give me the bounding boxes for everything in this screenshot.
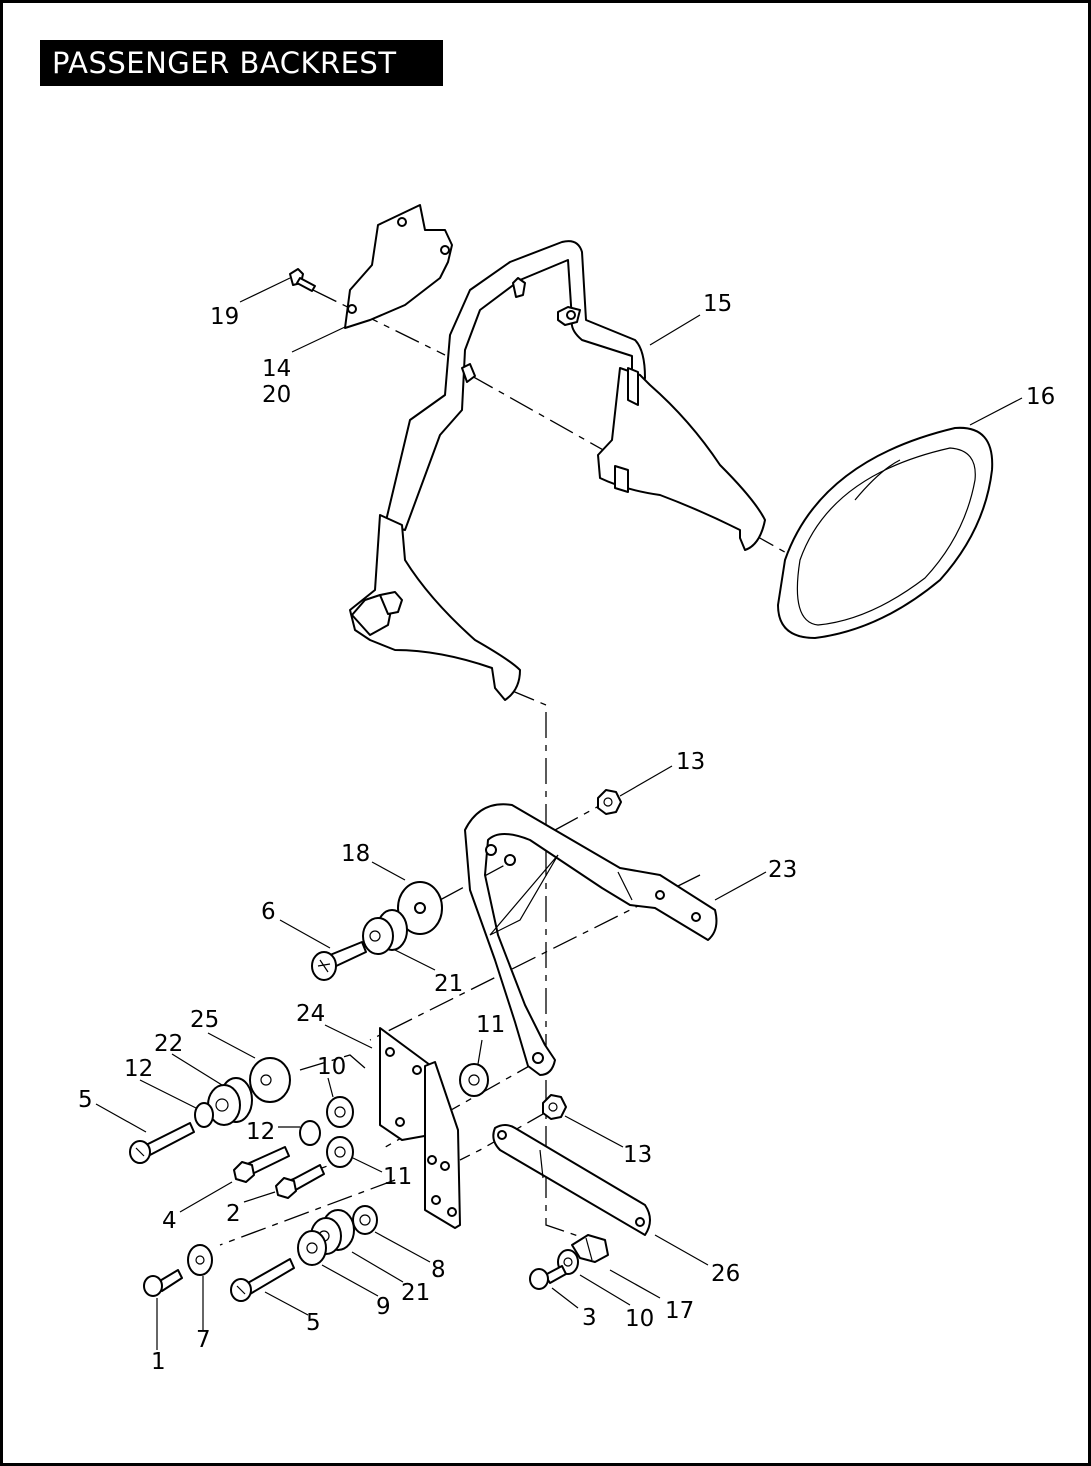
callout-10-lower: 10 — [625, 1306, 654, 1332]
callout-4: 4 — [162, 1208, 177, 1234]
washer-7 — [187, 1244, 213, 1276]
bolt-5-upper — [129, 1122, 195, 1164]
backrest-pad-16 — [777, 426, 994, 639]
spacer-21-upper — [362, 909, 408, 955]
bracket-23 — [464, 803, 718, 1076]
diagram-title: PASSENGER BACKREST — [40, 40, 443, 86]
grommet-22 — [207, 1077, 253, 1126]
washer-8 — [352, 1205, 378, 1235]
callout-1: 1 — [151, 1349, 166, 1375]
side-plate-14 — [344, 204, 453, 329]
nut-13-lower — [542, 1094, 567, 1120]
bolt-3 — [529, 1265, 567, 1290]
callout-18: 18 — [341, 841, 370, 867]
callout-labels: 19 14 20 15 16 13 18 23 6 21 25 24 11 22… — [78, 291, 1055, 1375]
callout-9: 9 — [376, 1294, 391, 1320]
callout-17: 17 — [665, 1298, 694, 1324]
callout-24: 24 — [296, 1001, 325, 1027]
mounting-plate-24 — [379, 1027, 461, 1229]
callout-12-mid: 12 — [246, 1119, 275, 1145]
callout-12-left: 12 — [124, 1056, 153, 1082]
ring-12-mid — [299, 1120, 321, 1146]
callout-5-upper: 5 — [78, 1087, 93, 1113]
bushing-25 — [249, 1057, 291, 1103]
leader-lines — [95, 277, 1023, 1350]
callout-13-top: 13 — [676, 749, 705, 775]
callout-5-lower: 5 — [306, 1310, 321, 1336]
callout-26: 26 — [711, 1261, 740, 1287]
callout-3: 3 — [582, 1305, 597, 1331]
callout-21-upper: 21 — [434, 971, 463, 997]
callout-14: 14 — [262, 356, 291, 382]
bolt-4 — [233, 1146, 290, 1183]
callout-13-lower: 13 — [623, 1142, 652, 1168]
callout-11-upper: 11 — [476, 1012, 505, 1038]
bolt-6 — [311, 941, 367, 981]
nut-13-top — [597, 789, 622, 815]
clamp-17 — [571, 1234, 609, 1263]
callout-21-lower: 21 — [401, 1280, 430, 1306]
callout-22: 22 — [154, 1031, 183, 1057]
spacer-21-lower — [310, 1209, 355, 1255]
callout-25: 25 — [190, 1007, 219, 1033]
screw-19 — [289, 268, 316, 292]
washer-18 — [397, 881, 443, 935]
callout-2: 2 — [226, 1201, 241, 1227]
washer-10-upper — [326, 1096, 354, 1128]
callout-7: 7 — [196, 1327, 211, 1353]
callout-11-lower: 11 — [383, 1164, 412, 1190]
callout-23: 23 — [768, 857, 797, 883]
washer-11-lower — [326, 1136, 354, 1168]
washer-11-upper — [459, 1063, 489, 1097]
screw-1 — [143, 1269, 183, 1297]
ring-12-left — [194, 1102, 214, 1128]
strap-26 — [492, 1124, 651, 1236]
callout-6: 6 — [261, 899, 276, 925]
callout-20: 20 — [262, 382, 291, 408]
callout-8: 8 — [431, 1257, 446, 1283]
callout-16: 16 — [1026, 384, 1055, 410]
bolt-2 — [275, 1164, 325, 1199]
callout-19: 19 — [210, 304, 239, 330]
upright-frame-15 — [349, 240, 766, 701]
callout-15: 15 — [703, 291, 732, 317]
washer-9 — [297, 1230, 327, 1266]
callout-10-upper: 10 — [317, 1054, 346, 1080]
bolt-5-lower — [230, 1258, 295, 1302]
